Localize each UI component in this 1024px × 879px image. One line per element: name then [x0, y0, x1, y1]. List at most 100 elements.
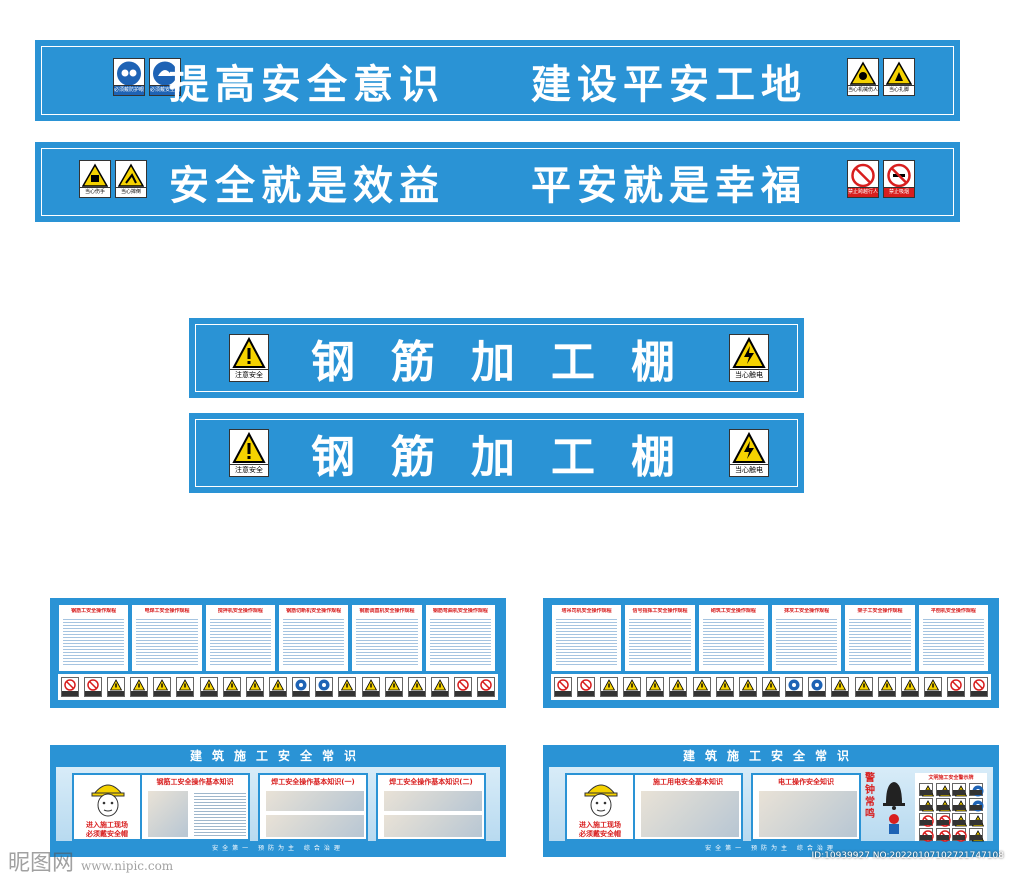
sign-caption: 当心摔倒: [116, 187, 146, 197]
rules-panel-title: 架子工安全操作规程: [857, 608, 903, 614]
mandatory-sign-icon: [968, 798, 983, 812]
warning-sign-icon: [831, 677, 850, 697]
warning-fall-sign: 当心摔倒: [115, 160, 147, 198]
warning-sign-icon: [338, 677, 357, 697]
prohibit-sign-icon: [576, 677, 595, 697]
rules-panel: 钢筋切断机安全操作规程: [278, 604, 350, 672]
rebar-shed-title: 钢筋加工棚: [293, 320, 693, 396]
warning-sign-icon: [407, 677, 426, 697]
worker-caption-1: 进入施工现场: [579, 821, 621, 829]
knowledge-card-1: 施工用电安全基本知识: [633, 773, 743, 841]
rebar-shed-title: 钢筋加工棚: [293, 415, 693, 491]
warning-sign-icon: [384, 677, 403, 697]
rules-panel-title: 钢筋调直机安全操作规程: [359, 608, 415, 614]
mandatory-sign-icon: [968, 783, 983, 797]
rules-panel-title: 抹灰工安全操作规程: [784, 608, 830, 614]
prohibit-sign-icon: [60, 677, 79, 697]
sign-caption: 当心触电: [730, 369, 768, 381]
sign-caption: 注意安全: [230, 369, 268, 381]
warning-sign-icon: [952, 783, 967, 797]
rebar-shed-banner-1: 注意安全 钢筋加工棚 当心触电: [189, 318, 804, 398]
banner-inner-border: [195, 324, 798, 392]
card-title: 焊工安全操作基本知识(一): [271, 778, 355, 786]
card-photo: [266, 815, 364, 837]
rules-panel-title: 砌筑工安全操作规程: [710, 608, 756, 614]
rules-panel-title: 电焊工安全操作规程: [144, 608, 190, 614]
warning-sign-icon: [935, 783, 951, 797]
card-text: [194, 791, 246, 837]
safety-knowledge-board-left: 建筑施工安全常识 进入施工现场 必须戴安全帽 钢筋工安全操作基本知识 焊工安全操…: [50, 745, 506, 857]
title-char: 钢: [311, 337, 355, 388]
worker-figure-icon: [889, 814, 899, 834]
slogan-right-text: 平安就是幸福: [531, 163, 807, 209]
prohibit-sign-icon: [553, 677, 572, 697]
board-footer: 安全第一 预防为主 综合治理: [212, 845, 344, 852]
banner-inner-border: [195, 419, 798, 487]
warning-sign-icon: [176, 677, 195, 697]
warning-sign-icon: [877, 677, 896, 697]
warning-machine-sign: 当心机械伤人: [847, 58, 879, 96]
warning-sign-icon: [919, 798, 934, 812]
rules-panel-text: [629, 617, 691, 667]
title-char: 加: [471, 337, 515, 388]
card-title: 焊工安全操作基本知识(二): [389, 778, 473, 786]
warning-sign-icon: [222, 677, 241, 697]
prohibit-sign-icon: [477, 677, 496, 697]
card-photo: [641, 791, 739, 837]
alarm-bell-graphic: 警钟常鸣: [863, 773, 911, 841]
rules-panel-title: 平刨机安全操作规程: [930, 608, 976, 614]
worker-helmet-icon: [584, 784, 618, 817]
electric-shock-sign: 当心触电: [729, 429, 769, 477]
rules-panel: 砌筑工安全操作规程: [697, 604, 769, 672]
warning-sign-icon: [361, 677, 380, 697]
worker-card: 进入施工现场 必须戴安全帽: [565, 773, 635, 841]
watermark-url: www.nipic.com: [81, 859, 174, 873]
slogan-right-text: 建设平安工地: [531, 61, 807, 108]
warning-sign-icon: [935, 798, 951, 812]
knowledge-card-3: 焊工安全操作基本知识(二): [376, 773, 486, 841]
rules-panel-text: [356, 617, 418, 667]
sign-strip: [551, 674, 991, 700]
warning-sign-icon: [106, 677, 125, 697]
rules-panel: 塔吊司机安全操作规程: [551, 604, 623, 672]
bell-icon: [883, 782, 905, 810]
card-photo: [384, 791, 482, 811]
warning-sign-icon: [919, 783, 934, 797]
prohibit-sign-icon: [454, 677, 473, 697]
side-sign-panel: 文明施工安全警示牌: [915, 773, 987, 842]
slogan-banner-2: 当心伤手 当心摔倒 安全就是效益 平安就是幸福 禁止跨越行人 禁止吸烟: [35, 142, 960, 222]
warning-sign-icon: [623, 677, 642, 697]
mandatory-sign-icon: [785, 677, 804, 697]
rules-panel: 架子工安全操作规程: [844, 604, 916, 672]
rules-panel-title: 塔吊司机安全操作规程: [561, 608, 612, 614]
rules-panel: 抹灰工安全操作规程: [771, 604, 843, 672]
prohibit-sign-icon: [935, 828, 951, 842]
watermark-brand: 昵图网: [8, 851, 75, 876]
warning-sign-icon: [245, 677, 264, 697]
rules-panel: 电焊工安全操作规程: [131, 604, 203, 672]
warning-sign-icon: [153, 677, 172, 697]
warning-sign-icon: [268, 677, 287, 697]
sign-caption: 禁止吸烟: [884, 187, 914, 197]
title-char: 工: [551, 337, 595, 388]
warning-sign-icon: [900, 677, 919, 697]
warning-sign-icon: [968, 813, 984, 827]
rules-board-left: 钢筋工安全操作规程电焊工安全操作规程搅拌机安全操作规程钢筋切断机安全操作规程钢筋…: [50, 598, 506, 708]
rules-panel-title: 钢筋工安全操作规程: [71, 608, 117, 614]
rules-panel: 信号指挥工安全操作规程: [624, 604, 696, 672]
warning-sign-icon: [854, 677, 873, 697]
card-photo: [148, 791, 188, 837]
rules-panel: 钢筋调直机安全操作规程: [351, 604, 423, 672]
warning-sign-icon: [715, 677, 734, 697]
prohibit-cross-sign: 禁止跨越行人: [847, 160, 879, 198]
warning-foot-sign: 当心扎脚: [883, 58, 915, 96]
board-header: 建筑施工安全常识: [682, 749, 859, 763]
warning-hand-sign: 当心伤手: [79, 160, 111, 198]
caution-sign: 注意安全: [229, 429, 269, 477]
caution-sign: 注意安全: [229, 334, 269, 382]
title-char: 筋: [391, 432, 435, 483]
title-char: 工: [551, 432, 595, 483]
title-char: 加: [471, 432, 515, 483]
slogan-left-text: 安全就是效益: [169, 163, 445, 209]
prohibit-sign-icon: [919, 813, 934, 827]
